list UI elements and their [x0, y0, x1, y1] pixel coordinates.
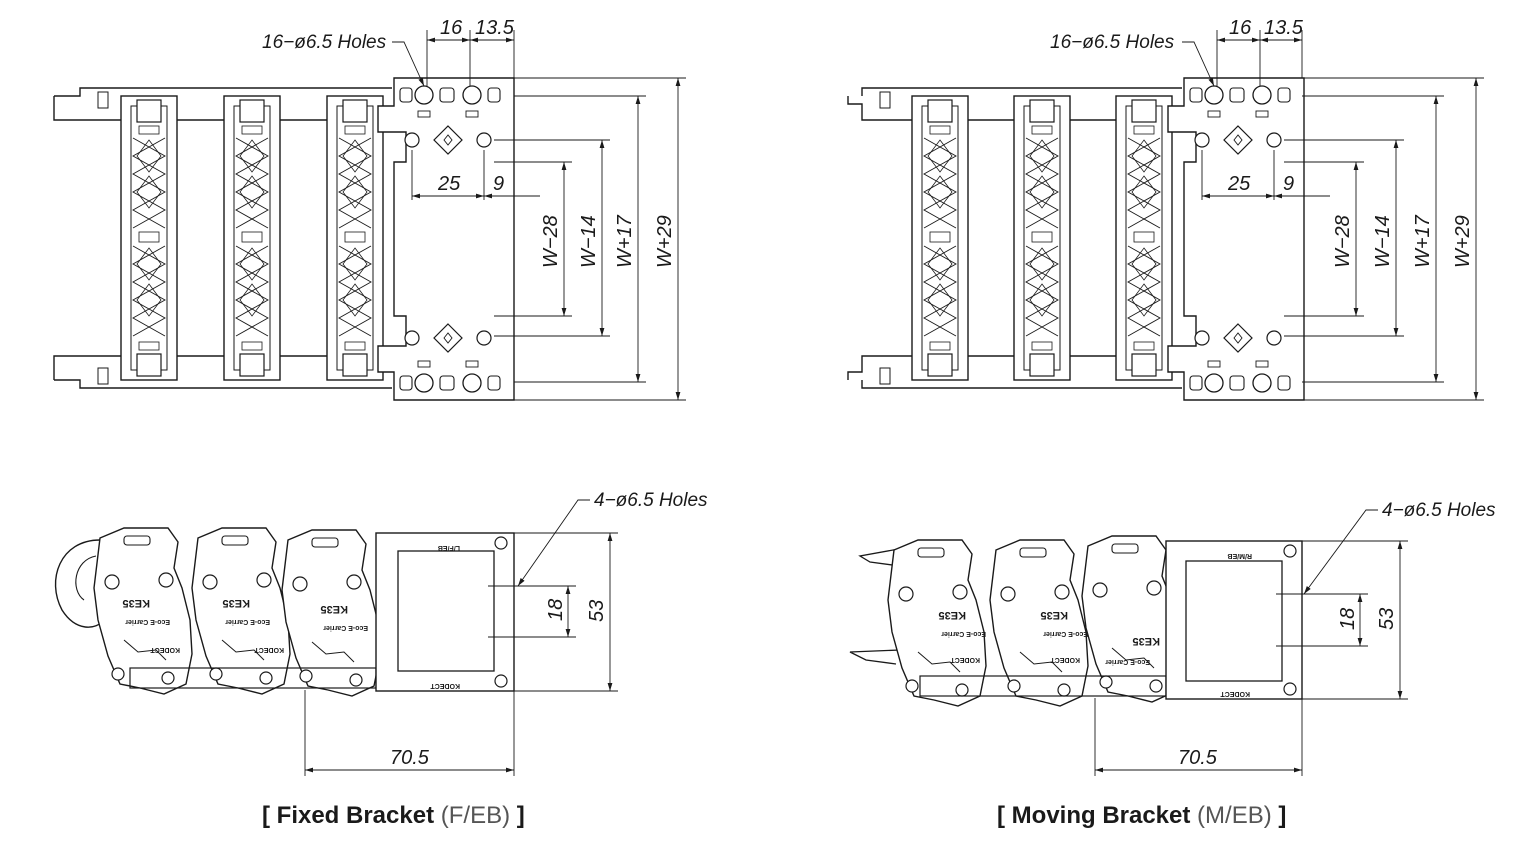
logo-mark: KODECT [1050, 656, 1080, 663]
dim-w-14: W−14 [578, 215, 600, 268]
caption-code: (F/EB) [434, 802, 517, 829]
model-mark: KE35 [122, 597, 150, 609]
model-mark: KE35 [938, 609, 966, 621]
holes-label: 4−ø6.5 Holes [594, 490, 708, 511]
holes-label: 4−ø6.5 Holes [1382, 500, 1496, 521]
series-mark: Eco-E Carrier [941, 630, 986, 637]
fixed-bracket-caption: [ Fixed Bracket (F/EB) ] [262, 802, 525, 830]
logo-mark: KODECT [950, 656, 980, 663]
chain-link [911, 95, 969, 381]
dim-18: 18 [1337, 608, 1359, 630]
dim-18: 18 [545, 599, 567, 621]
caption-close: ] [516, 802, 525, 829]
model-mark: KE35 [1132, 635, 1160, 647]
logo-mark: KODECT [150, 646, 180, 653]
logo-mark: KODECT [254, 646, 284, 653]
dim-w-plus-17: W+17 [614, 214, 636, 268]
dim-16: 16 [440, 17, 463, 39]
moving-side-view: KE35 KE35 KE35 Eco-E Carrier Eco-E Carri… [849, 500, 1496, 776]
series-mark: Eco-E Carrier [1043, 630, 1088, 637]
holes-label: 16−ø6.5 Holes [1050, 32, 1175, 53]
chain-link-side [93, 527, 193, 695]
fixed-top-view: 16 13.5 16−ø6.5 Holes 25 9 W−28 W−14 W+1… [53, 17, 686, 401]
dim-53: 53 [586, 600, 608, 622]
series-mark: Eco-E Carrier [225, 618, 270, 625]
caption-close: ] [1278, 802, 1287, 829]
dim-13-5: 13.5 [1264, 17, 1304, 39]
chain-link-side [191, 527, 291, 695]
caption-code: (M/EB) [1190, 802, 1279, 829]
dim-w-plus-29: W+29 [1452, 215, 1474, 268]
bracket-mark: L/F/EB [438, 544, 460, 551]
logo-mark: KODECT [1220, 690, 1250, 697]
chain-link [223, 95, 281, 381]
chain-link-side [887, 539, 987, 707]
dim-16: 16 [1229, 17, 1252, 39]
bracket-plate [377, 77, 515, 401]
chain-link [1013, 95, 1071, 381]
holes-label: 16−ø6.5 Holes [262, 32, 387, 53]
dim-25: 25 [437, 173, 461, 195]
chain-link [120, 95, 178, 381]
chain-link-side [989, 539, 1089, 707]
dim-13-5: 13.5 [475, 17, 515, 39]
series-mark: Eco-E Carrier [1105, 658, 1150, 665]
moving-bracket-caption: [ Moving Bracket (M/EB) ] [997, 802, 1286, 830]
model-mark: KE35 [320, 603, 348, 615]
dim-70-5: 70.5 [1178, 747, 1218, 769]
series-mark: Eco-E Carrier [323, 624, 368, 631]
dim-w-plus-17: W+17 [1412, 214, 1434, 268]
dim-w-plus-29: W+29 [654, 215, 676, 268]
logo-mark: KODECT [430, 682, 460, 689]
chain-link [1115, 95, 1173, 381]
bracket-plate [1167, 77, 1305, 401]
bracket-mark: R/M/EB [1228, 552, 1253, 559]
chain-link [326, 95, 384, 381]
fixed-side-view: KE35 KE35 KE35 Eco-E Carrier Eco-E Carri… [54, 490, 708, 776]
series-mark: Eco-E Carrier [125, 618, 170, 625]
dim-9: 9 [1283, 173, 1294, 195]
caption-bold: [ Moving Bracket [997, 802, 1191, 829]
dim-25: 25 [1227, 173, 1251, 195]
dim-9: 9 [493, 173, 504, 195]
caption-bold: [ Fixed Bracket [262, 802, 435, 829]
dim-70-5: 70.5 [390, 747, 430, 769]
moving-top-view: 16 13.5 16−ø6.5 Holes 25 9 W−28 W−14 W+1… [847, 17, 1484, 401]
dim-w-28: W−28 [1332, 215, 1354, 268]
dim-53: 53 [1376, 608, 1398, 630]
model-mark: KE35 [1040, 609, 1068, 621]
dim-w-28: W−28 [540, 215, 562, 268]
model-mark: KE35 [222, 597, 250, 609]
dim-w-14: W−14 [1372, 215, 1394, 268]
